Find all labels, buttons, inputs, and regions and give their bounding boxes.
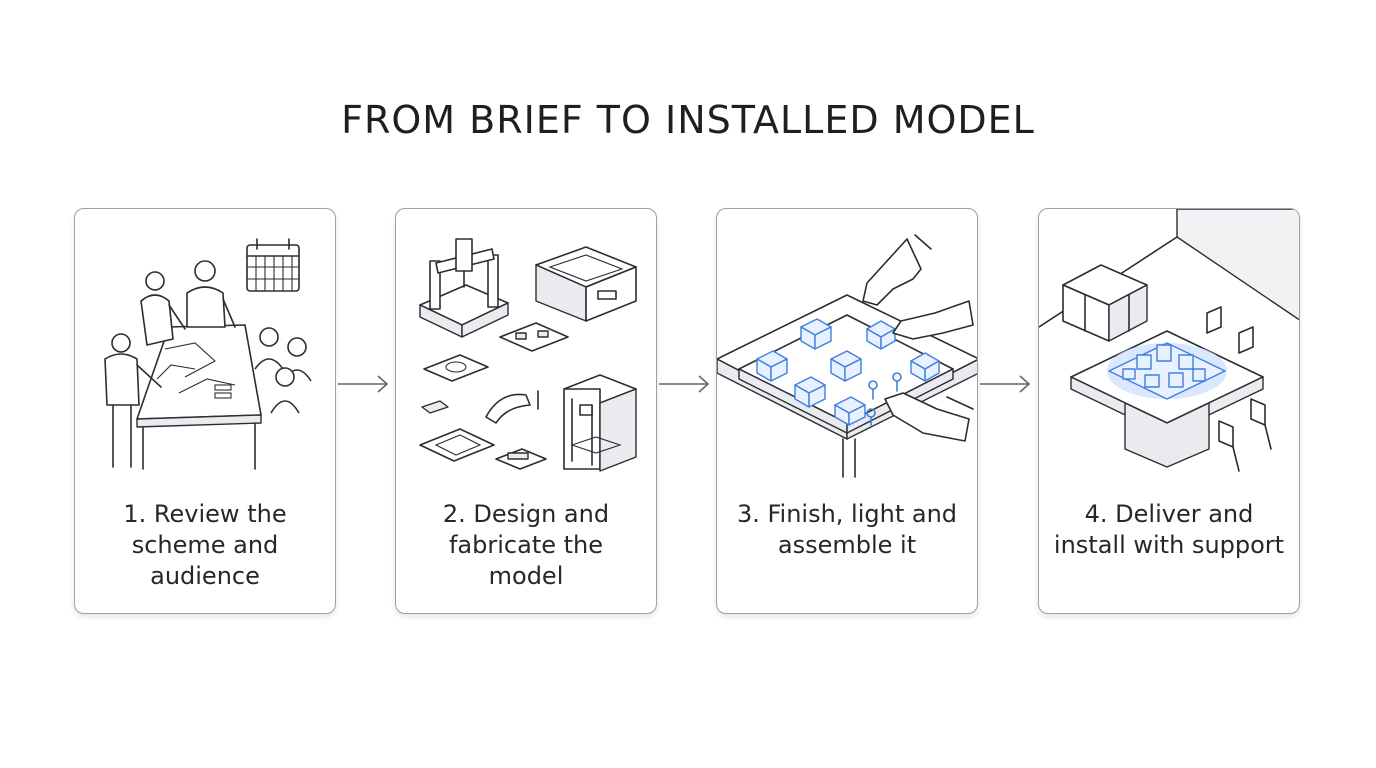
arrow-right-icon bbox=[659, 375, 710, 393]
step-label-1: 1. Review the scheme and audience bbox=[123, 500, 287, 590]
page-title: FROM BRIEF TO INSTALLED MODEL bbox=[341, 98, 1035, 142]
step-card-3: 3. Finish, light and assemble it bbox=[716, 208, 978, 614]
step-label-3: 3. Finish, light and assemble it bbox=[736, 500, 958, 559]
fabrication-machines-parts-icon bbox=[419, 238, 637, 472]
step-card-1: 1. Review the scheme and audience bbox=[74, 208, 336, 614]
installed-model-room-crate-icon bbox=[1039, 209, 1299, 472]
lit-model-assembly-hands-icon bbox=[717, 234, 977, 478]
arrow-right-icon bbox=[338, 375, 389, 393]
step-label-2: 2. Design and fabricate the model bbox=[442, 500, 610, 590]
arrow-right-icon bbox=[980, 375, 1031, 393]
step-card-4: 4. Deliver and install with support bbox=[1038, 208, 1300, 614]
step-label-4: 4. Deliver and install with support bbox=[1053, 500, 1285, 559]
planning-table-people-calendar-icon bbox=[104, 238, 312, 470]
step-card-2: 2. Design and fabricate the model bbox=[395, 208, 657, 614]
